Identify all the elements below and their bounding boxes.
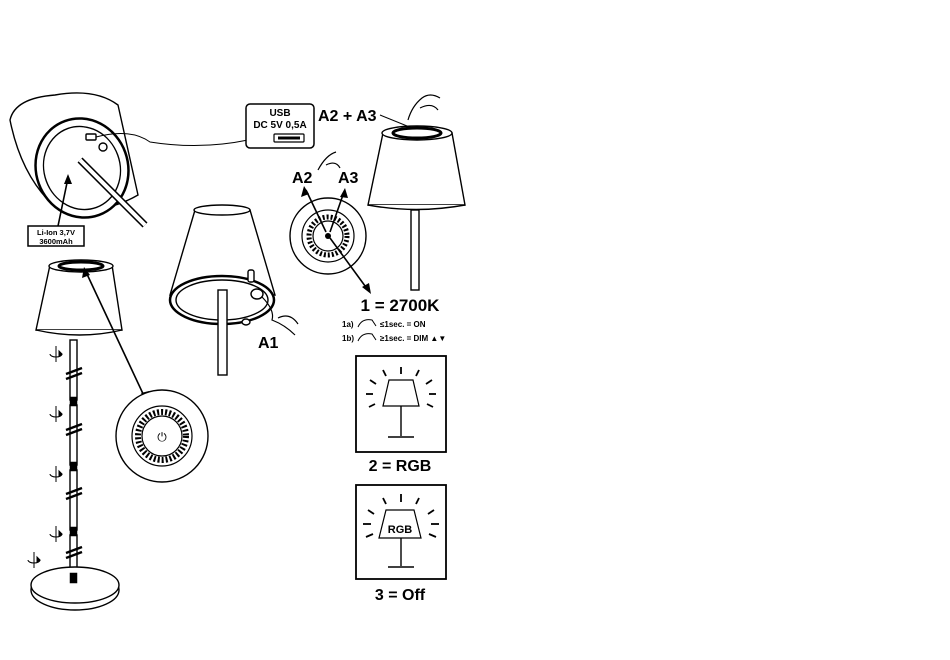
callout-a3: A3 bbox=[338, 170, 359, 187]
battery-capacity-label: 3600mAh bbox=[39, 237, 73, 246]
usb-spec-box: USB DC 5V 0,5A bbox=[246, 104, 314, 148]
step-1b: 1b) ≥1sec. = DIM ▲▼ bbox=[342, 334, 446, 343]
touch-hand-icon bbox=[358, 320, 376, 327]
rotate-screw-icon bbox=[28, 346, 62, 568]
usb-label: USB bbox=[269, 108, 290, 119]
rgb-shade-label: RGB bbox=[388, 524, 413, 536]
lamp-standing-right bbox=[368, 126, 465, 290]
step-1a: 1a) ≤1sec. = ON bbox=[342, 320, 426, 329]
usb-voltage-label: DC 5V 0,5A bbox=[253, 120, 306, 131]
step-1b-text: ≥1sec. = DIM ▲▼ bbox=[380, 334, 446, 343]
arrow-a3-head bbox=[340, 188, 348, 198]
mode-1-label: 1 = 2700K bbox=[361, 296, 441, 315]
battery-voltage-label: Li-Ion 3,7V bbox=[37, 228, 75, 237]
hand-icon-top bbox=[408, 95, 440, 120]
callout-a1: A1 bbox=[258, 335, 279, 352]
battery-spec-box: Li-Ion 3,7V 3600mAh bbox=[28, 226, 84, 246]
touch-sensor-detail-top bbox=[290, 198, 366, 274]
hand-icon-a1 bbox=[262, 297, 298, 335]
a2a3-leader bbox=[380, 115, 412, 128]
step-1b-prefix: 1b) bbox=[342, 334, 354, 343]
hand-icon-mid bbox=[318, 152, 340, 170]
touch-hand-icon bbox=[358, 334, 376, 341]
step-1a-text: ≤1sec. = ON bbox=[380, 320, 426, 329]
mode-2-illustration bbox=[356, 356, 446, 452]
lamp-assembly-exploded bbox=[31, 260, 122, 610]
mode-2-label: 2 = RGB bbox=[369, 458, 432, 475]
callout-a2: A2 bbox=[292, 170, 313, 187]
step-1a-prefix: 1a) bbox=[342, 320, 354, 329]
tilted-lamp-head bbox=[10, 93, 145, 231]
mode-3-label: 3 = Off bbox=[375, 587, 426, 604]
callout-a2-a3: A2 + A3 bbox=[318, 108, 377, 125]
power-icon: ⏻ bbox=[157, 430, 167, 444]
